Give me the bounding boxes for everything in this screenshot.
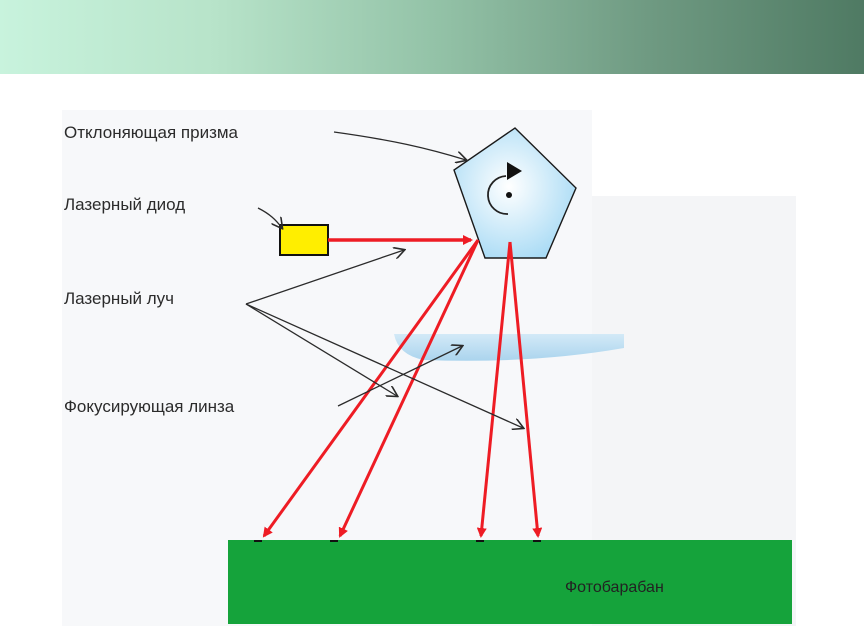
laser-beam-reflected [476, 241, 512, 538]
rotation-arrow-icon [487, 162, 522, 215]
focusing-lens-label: Фокусирующая линза [64, 397, 235, 416]
laser-diode-label: Лазерный диод [64, 195, 185, 214]
beam-pointer [245, 250, 404, 305]
prism-pointer [333, 131, 466, 160]
laser-diode [279, 224, 329, 256]
laser-printer-diagram: Фотобарабан Отклоняющая призма [62, 110, 796, 626]
laser-beam-label: Лазерный луч [64, 289, 174, 308]
laser-beam-reflected [338, 239, 480, 538]
laser-beam-reflected [262, 239, 480, 538]
photodrum [228, 540, 792, 624]
beam-pointer [245, 303, 397, 396]
beam-pointer [245, 303, 523, 428]
diode-pointer [257, 207, 282, 228]
header-band [0, 0, 864, 74]
photodrum-label: Фотобарабан [565, 579, 664, 596]
lens-pointer [337, 346, 462, 407]
laser-beam-reflected [508, 241, 543, 538]
diagram-canvas: Фотобарабан Отклоняющая призма [62, 110, 796, 626]
prism-label: Отклоняющая призма [64, 123, 239, 142]
